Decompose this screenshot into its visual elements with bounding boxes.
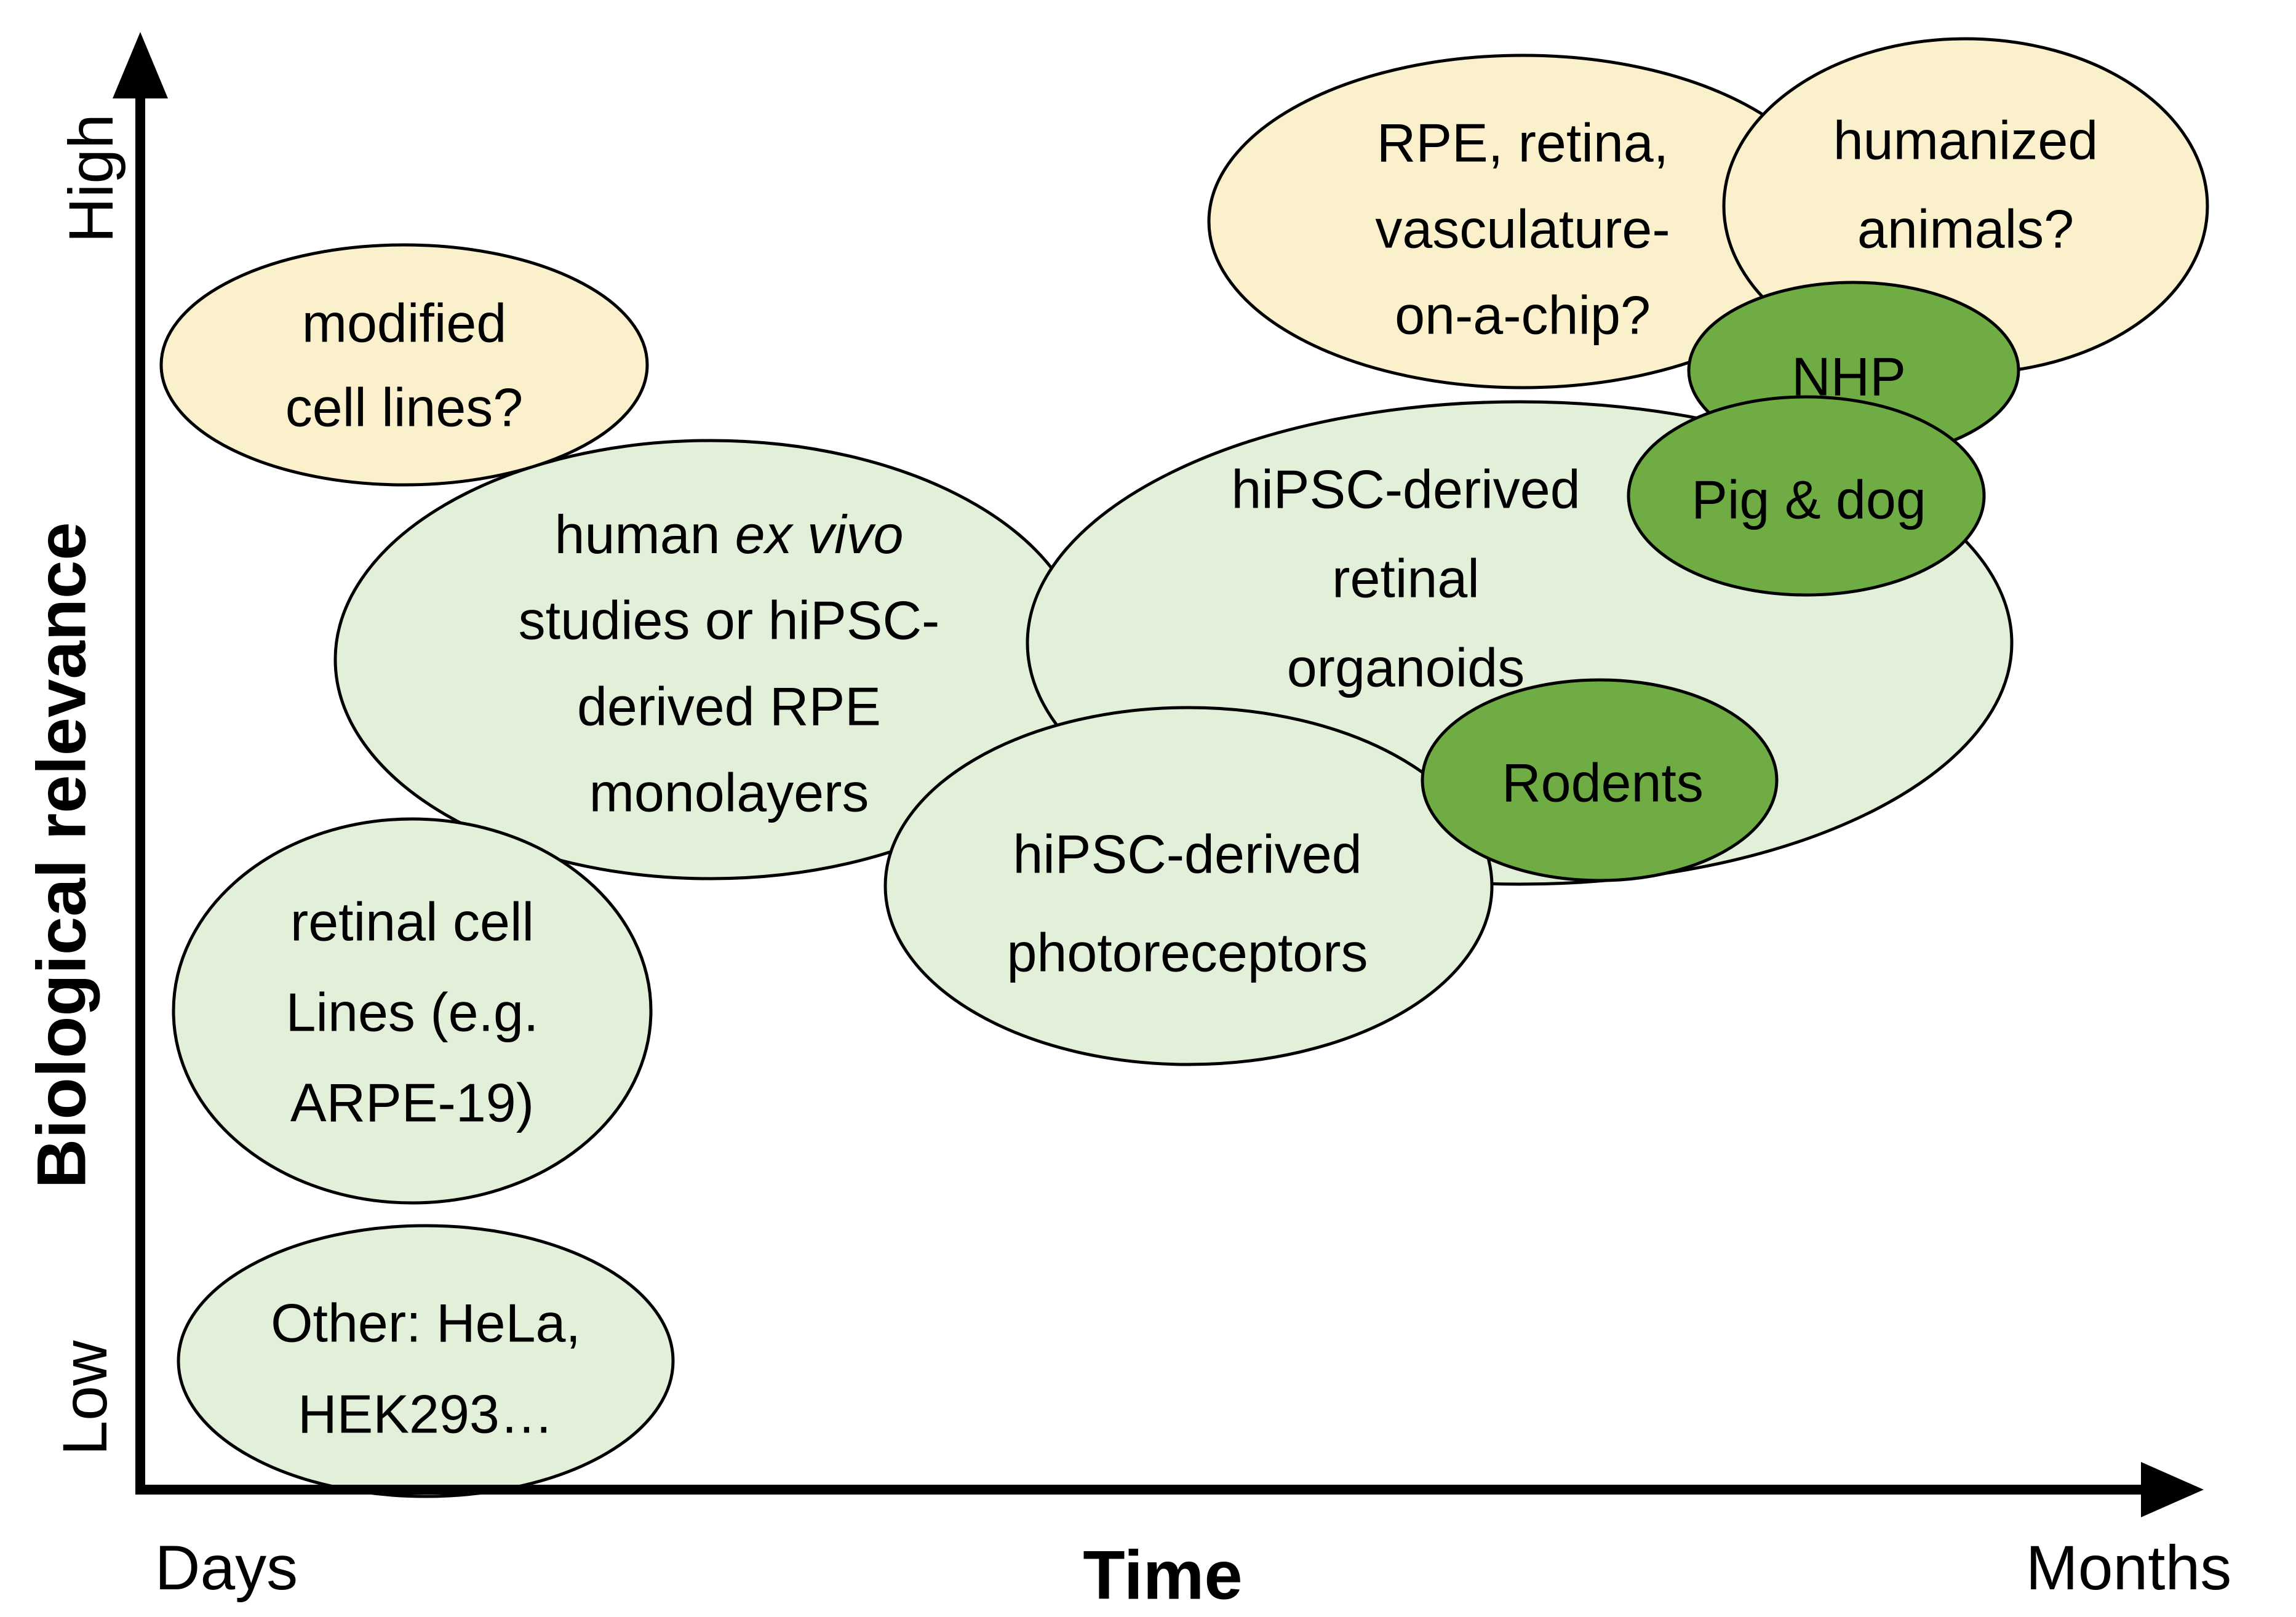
bubble-ex-vivo-line1-italic: ex vivo: [735, 504, 904, 565]
bubble-organoids-line2: retinal: [1332, 548, 1480, 609]
bubble-ex-vivo-line3: derived RPE: [577, 676, 881, 737]
y-axis-high-label: High: [56, 114, 126, 243]
bubble-retinal-cell-lines: retinal cell Lines (e.g. ARPE-19): [172, 817, 653, 1205]
x-axis-arrowhead-icon: [2141, 1462, 2204, 1517]
axes: High Low Biological relevance Days Month…: [23, 32, 2232, 1614]
bubble-modified-cell-lines: modified cell lines?: [159, 243, 649, 487]
bubble-humanized-line2: animals?: [1857, 199, 2074, 260]
y-axis-arrowhead-icon: [113, 32, 168, 98]
bubble-modified-ellipse: [159, 243, 649, 487]
bubble-organoids-line3: organoids: [1287, 637, 1525, 698]
bubble-retinal-lines-ellipse: [172, 817, 653, 1205]
bubble-ex-vivo-line2: studies or hiPSC-: [519, 590, 940, 651]
bubble-photoreceptors-line2: photoreceptors: [1006, 922, 1368, 983]
y-axis-title: Biological relevance: [23, 522, 100, 1188]
bubble-retinal-lines-line3: ARPE-19): [290, 1072, 534, 1133]
x-axis-title: Time: [1083, 1537, 1242, 1614]
bubble-photoreceptors: hiPSC-derived photoreceptors: [883, 706, 1494, 1066]
bubble-other-ellipse: [177, 1224, 675, 1498]
bubble-photoreceptors-ellipse: [883, 706, 1494, 1066]
bubbles: RPE, retina, vasculature- on-a-chip? hum…: [159, 37, 2209, 1498]
bubble-retinal-lines-line2: Lines (e.g.: [286, 982, 539, 1043]
bubble-rodents: Rodents: [1421, 678, 1779, 882]
bubble-humanized-line1: humanized: [1833, 110, 2099, 171]
bubble-modified-line1: modified: [302, 293, 507, 354]
bubble-rpe-chip-line2: vasculature-: [1375, 199, 1670, 260]
bubble-rodents-label: Rodents: [1502, 753, 1704, 813]
bubble-photoreceptors-line1: hiPSC-derived: [1013, 824, 1361, 885]
bubble-retinal-lines-line1: retinal cell: [290, 892, 534, 952]
bubble-pig-dog: Pig & dog: [1627, 395, 1986, 597]
bubble-rpe-retina-vasculature-on-a-chip: RPE, retina, vasculature- on-a-chip?: [1207, 54, 1838, 389]
bubble-rpe-chip-line3: on-a-chip?: [1395, 285, 1651, 346]
bubble-pig-dog-ellipse: [1627, 395, 1986, 597]
bubble-rodents-ellipse: [1421, 678, 1779, 882]
bubble-organoids-line1: hiPSC-derived: [1231, 459, 1580, 520]
bubble-other-line2: HEK293…: [298, 1384, 554, 1445]
bubble-ex-vivo-line1-normal: human: [555, 504, 720, 565]
y-axis-low-label: Low: [50, 1340, 120, 1455]
bubble-pig-dog-label: Pig & dog: [1691, 469, 1926, 530]
x-axis-months-label: Months: [2026, 1533, 2232, 1603]
bubble-other-cell-lines: Other: HeLa, HEK293…: [177, 1224, 675, 1498]
bubble-modified-line2: cell lines?: [285, 377, 523, 438]
bubble-rpe-chip-line1: RPE, retina,: [1377, 113, 1668, 174]
x-axis-days-label: Days: [155, 1533, 298, 1603]
bubble-ex-vivo-line4: monolayers: [589, 762, 869, 823]
bubble-other-line1: Other: HeLa,: [271, 1293, 581, 1354]
